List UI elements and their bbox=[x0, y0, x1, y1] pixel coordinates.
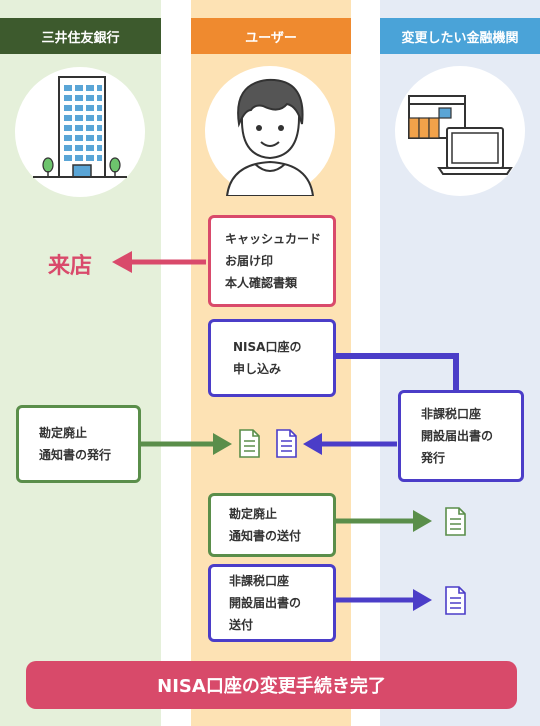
kanjo-issue-line2: 通知書の発行 bbox=[39, 448, 112, 462]
kanjo-issue-line1: 勘定廃止 bbox=[39, 426, 88, 440]
kanjo-issue-box: 勘定廃止 通知書の発行 bbox=[16, 405, 141, 483]
nisa-apply-line2: 申し込み bbox=[233, 362, 282, 376]
kanjo-issue-arrow-head bbox=[213, 433, 232, 455]
completion-banner: NISA口座の変更手続き完了 bbox=[26, 661, 517, 709]
building-icon bbox=[33, 76, 127, 178]
document-icon bbox=[239, 429, 260, 458]
nontax-issue-arrow-head bbox=[303, 433, 322, 455]
nisa-apply-line1: NISA口座の bbox=[233, 340, 302, 354]
nontax-send-line3: 送付 bbox=[229, 618, 254, 632]
kanjo-send-arrow-head bbox=[413, 510, 432, 532]
nontax-form-send-box: 非課税口座 開設届出書の 送付 bbox=[208, 564, 336, 642]
document-icon bbox=[276, 429, 297, 458]
cash-card-text: キャッシュカード bbox=[225, 232, 322, 246]
user-header: ユーザー bbox=[191, 18, 351, 54]
seal-text: お届け印 bbox=[225, 254, 274, 268]
bank-and-laptop-icon bbox=[408, 95, 513, 175]
nontax-issue-line3: 発行 bbox=[421, 451, 446, 465]
document-icon bbox=[445, 586, 466, 615]
user-icon-circle bbox=[205, 66, 335, 197]
kanjo-send-box: 勘定廃止 通知書の送付 bbox=[208, 493, 336, 557]
other-bank-icon-circle bbox=[395, 66, 525, 196]
document-icon bbox=[445, 507, 466, 536]
bank-icon-circle bbox=[15, 67, 145, 197]
nisa-connector-line bbox=[336, 353, 459, 392]
bank-header: 三井住友銀行 bbox=[0, 18, 161, 54]
items-to-bring-box: キャッシュカード お届け印 本人確認書類 bbox=[208, 215, 336, 307]
nisa-application-box: NISA口座の 申し込み bbox=[208, 319, 336, 397]
nontax-send-arrow-head bbox=[413, 589, 432, 611]
nontax-send-line2: 開設届出書の bbox=[229, 596, 302, 610]
kanjo-send-line2: 通知書の送付 bbox=[229, 529, 302, 543]
store-arrow-head bbox=[112, 251, 132, 273]
other-bank-header: 変更したい金融機関 bbox=[380, 18, 540, 54]
kanjo-send-line1: 勘定廃止 bbox=[229, 507, 278, 521]
store-visit-label: 来店 bbox=[48, 254, 93, 279]
id-documents-text: 本人確認書類 bbox=[225, 276, 298, 290]
user-avatar-icon bbox=[225, 78, 315, 197]
nontax-send-line1: 非課税口座 bbox=[229, 574, 290, 588]
nontax-issue-line2: 開設届出書の bbox=[421, 429, 494, 443]
nontax-form-issue-box: 非課税口座 開設届出書の 発行 bbox=[398, 390, 524, 482]
nontax-issue-line1: 非課税口座 bbox=[421, 407, 482, 421]
